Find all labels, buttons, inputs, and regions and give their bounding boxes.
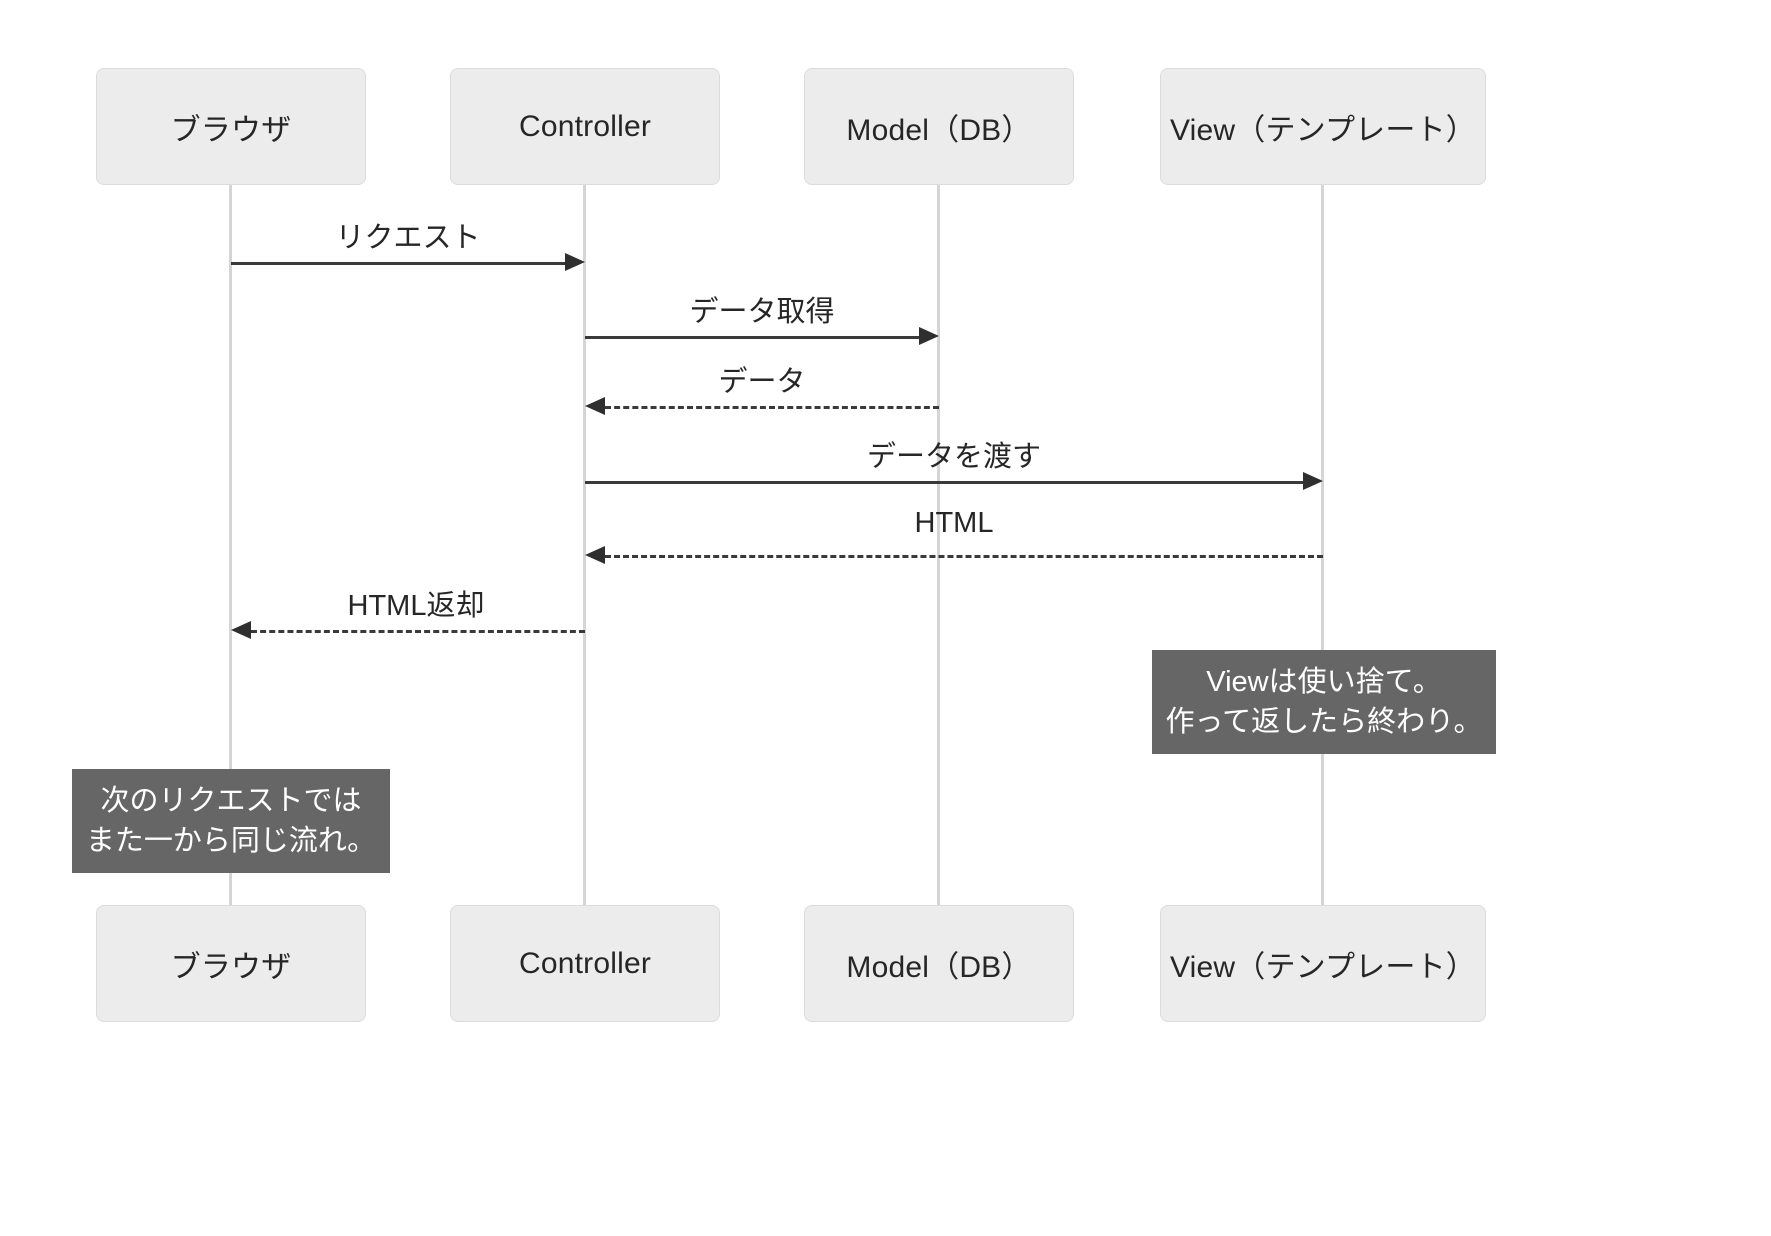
arrowhead-left-html: [585, 546, 605, 564]
note-view-line-2: 作って返したら終わり。: [1165, 706, 1483, 738]
lifeline-controller: [583, 185, 586, 905]
participant-box-model-top[interactable]: Model（DB）: [804, 68, 1074, 185]
message-line-fetch-data: [585, 336, 919, 339]
lifeline-browser: [229, 185, 232, 905]
participant-box-controller-bottom[interactable]: Controller: [450, 905, 720, 1022]
lifeline-view: [1321, 185, 1324, 905]
note-browser[interactable]: 次のリクエストでは また一から同じ流れ。: [72, 769, 390, 873]
message-label-html: HTML: [914, 507, 994, 539]
participant-box-model-bottom[interactable]: Model（DB）: [804, 905, 1074, 1022]
message-line-pass-data: [585, 481, 1303, 484]
participant-box-view-top[interactable]: View（テンプレート）: [1160, 68, 1486, 185]
note-browser-line-1: 次のリクエストでは: [100, 784, 362, 817]
participant-label-view-top: View（テンプレート）: [1170, 113, 1476, 147]
participant-box-browser-bottom[interactable]: ブラウザ: [96, 905, 366, 1022]
lifeline-model: [937, 185, 940, 905]
message-label-data-return: データ: [718, 366, 806, 398]
participant-label-controller-top: Controller: [518, 109, 652, 143]
message-line-html-return: [251, 630, 585, 633]
arrowhead-left-html-return: [231, 621, 251, 639]
participant-label-browser-bottom: ブラウザ: [170, 950, 292, 984]
message-label-html-return: HTML返却: [347, 590, 485, 622]
note-view[interactable]: Viewは使い捨て。 作って返したら終わり。: [1152, 650, 1496, 754]
participant-label-controller-bottom: Controller: [518, 946, 652, 980]
message-line-request: [231, 262, 565, 265]
arrowhead-left-data-return: [585, 397, 605, 415]
participant-label-browser-top: ブラウザ: [170, 113, 292, 147]
note-browser-line-2: また一から同じ流れ。: [85, 825, 377, 857]
message-label-request: リクエスト: [335, 222, 481, 254]
participant-label-view-bottom: View（テンプレート）: [1170, 950, 1476, 984]
arrowhead-right-request: [565, 253, 585, 271]
participant-box-view-bottom[interactable]: View（テンプレート）: [1160, 905, 1486, 1022]
message-label-fetch-data: データ取得: [689, 296, 835, 328]
participant-box-controller-top[interactable]: Controller: [450, 68, 720, 185]
note-view-line-1: Viewは使い捨て。: [1206, 665, 1442, 698]
message-line-data-return: [605, 406, 939, 409]
arrowhead-right-fetch-data: [919, 327, 939, 345]
participant-label-model-bottom: Model（DB）: [846, 950, 1032, 984]
participant-label-model-top: Model（DB）: [846, 113, 1032, 147]
arrowhead-right-pass-data: [1303, 472, 1323, 490]
message-line-html: [605, 555, 1323, 558]
message-label-pass-data: データを渡す: [866, 441, 1042, 473]
participant-box-browser-top[interactable]: ブラウザ: [96, 68, 366, 185]
